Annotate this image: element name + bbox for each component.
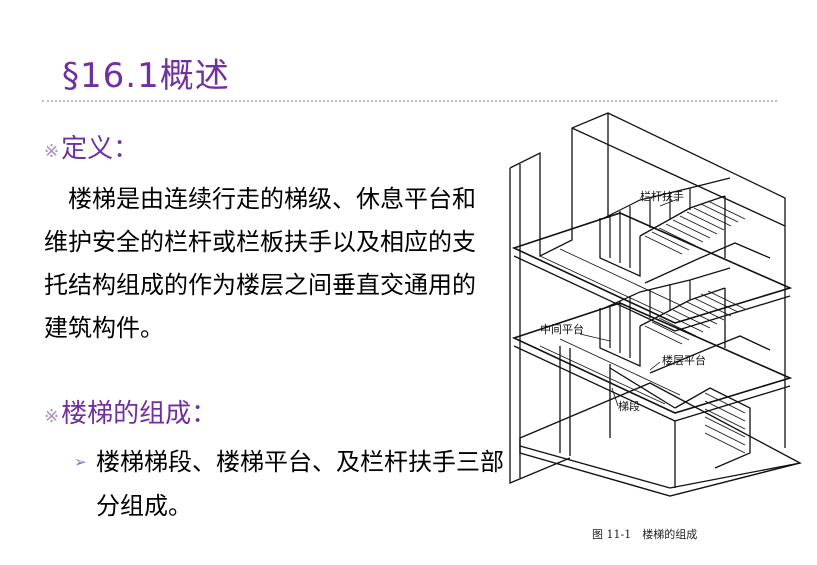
title-divider xyxy=(42,100,777,102)
triangle-right-icon: ➢ xyxy=(74,453,87,471)
label-floor-landing: 楼层平台 xyxy=(662,353,706,367)
definition-heading: ※定义： xyxy=(44,128,139,165)
figure-caption: 图 11-1 楼梯的组成 xyxy=(592,528,698,541)
composition-heading-label: 楼梯的组成： xyxy=(61,399,218,429)
composition-item-text: 楼梯梯段、楼梯平台、及栏杆扶手三部分组成。 xyxy=(96,448,504,520)
definition-heading-label: 定义： xyxy=(61,134,140,164)
label-railing: 栏杆扶手 xyxy=(640,189,684,203)
reference-mark-icon: ※ xyxy=(44,406,60,427)
definition-text: 楼梯是由连续行走的梯级、休息平台和维护安全的栏杆或栏板扶手以及相应的支托结构组成… xyxy=(44,185,476,342)
label-middle-landing: 中间平台 xyxy=(540,322,584,336)
staircase-diagram: 栏杆扶手 中间平台 楼层平台 梯段 xyxy=(509,112,802,497)
label-flight: 梯段 xyxy=(618,399,640,413)
reference-mark-icon: ※ xyxy=(44,141,60,162)
composition-item: ➢ 楼梯梯段、楼梯平台、及栏杆扶手三部分组成。 xyxy=(74,440,516,528)
page-title: §16.1概述 xyxy=(62,56,230,96)
composition-heading: ※楼梯的组成： xyxy=(44,393,217,430)
